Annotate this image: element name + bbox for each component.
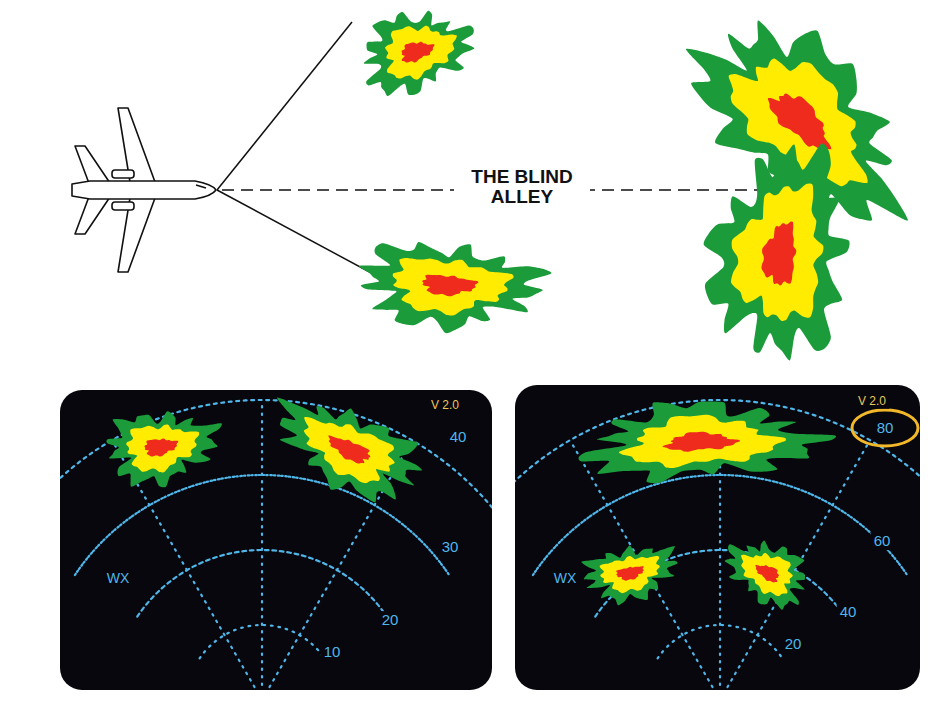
- range-label: 20: [782, 635, 805, 653]
- scan-line: [217, 22, 352, 190]
- storm-cell: [126, 425, 199, 473]
- storm-cell: [402, 42, 435, 63]
- blind-alley-label: THE BLIND ALLEY: [454, 166, 590, 208]
- storm-cell: [393, 258, 514, 315]
- range-mode-label: V 2.0: [855, 394, 889, 409]
- range-label: 40: [447, 428, 470, 446]
- airplane: [72, 108, 216, 272]
- range-arc: [515, 400, 920, 533]
- storm-cell: [106, 411, 222, 487]
- storm-cell: [731, 184, 823, 321]
- radar-screen: [60, 390, 492, 690]
- range-mode-label: V 2.0: [428, 398, 462, 413]
- azimuth-line: [720, 440, 870, 690]
- storm-cell: [761, 221, 796, 285]
- range-label: 30: [439, 538, 462, 556]
- range-arc: [137, 550, 386, 617]
- storm-cell: [741, 553, 793, 596]
- range-label: 80: [874, 419, 897, 437]
- storm-cell: [144, 439, 178, 457]
- storm-cell: [328, 436, 370, 464]
- range-arcs: [60, 400, 492, 690]
- storm-cells: [359, 11, 908, 361]
- radar-returns: [106, 397, 422, 502]
- storm-cell: [422, 275, 478, 297]
- storm-cell: [385, 26, 457, 80]
- range-arc: [595, 550, 844, 617]
- storm-cell: [359, 242, 552, 333]
- storm-cell: [581, 545, 677, 605]
- azimuth-line: [261, 400, 263, 690]
- azimuth-line: [570, 440, 720, 690]
- storm-cell: [768, 93, 831, 149]
- range-label: 40: [837, 603, 860, 621]
- mode-label: WX: [104, 570, 133, 587]
- storm-cell: [616, 566, 644, 581]
- storm-cell: [600, 556, 660, 593]
- range-label: 20: [379, 611, 402, 629]
- storm-cell: [304, 417, 395, 483]
- radar-screen: [515, 385, 920, 690]
- range-label: 60: [871, 532, 894, 550]
- storm-cell: [619, 415, 786, 468]
- storm-cell: [725, 541, 805, 610]
- highlight-circle: [852, 410, 918, 446]
- radar-returns: [579, 402, 836, 610]
- storm-cell: [364, 11, 474, 96]
- storm-cell: [662, 432, 740, 452]
- storm-cell: [277, 397, 422, 502]
- range-arcs: [515, 400, 920, 690]
- range-arc: [60, 400, 492, 533]
- storm-cell: [579, 402, 836, 484]
- range-label: 10: [321, 643, 344, 661]
- mode-label: WX: [551, 570, 580, 587]
- storm-cell: [755, 565, 779, 583]
- storm-cell: [704, 144, 850, 361]
